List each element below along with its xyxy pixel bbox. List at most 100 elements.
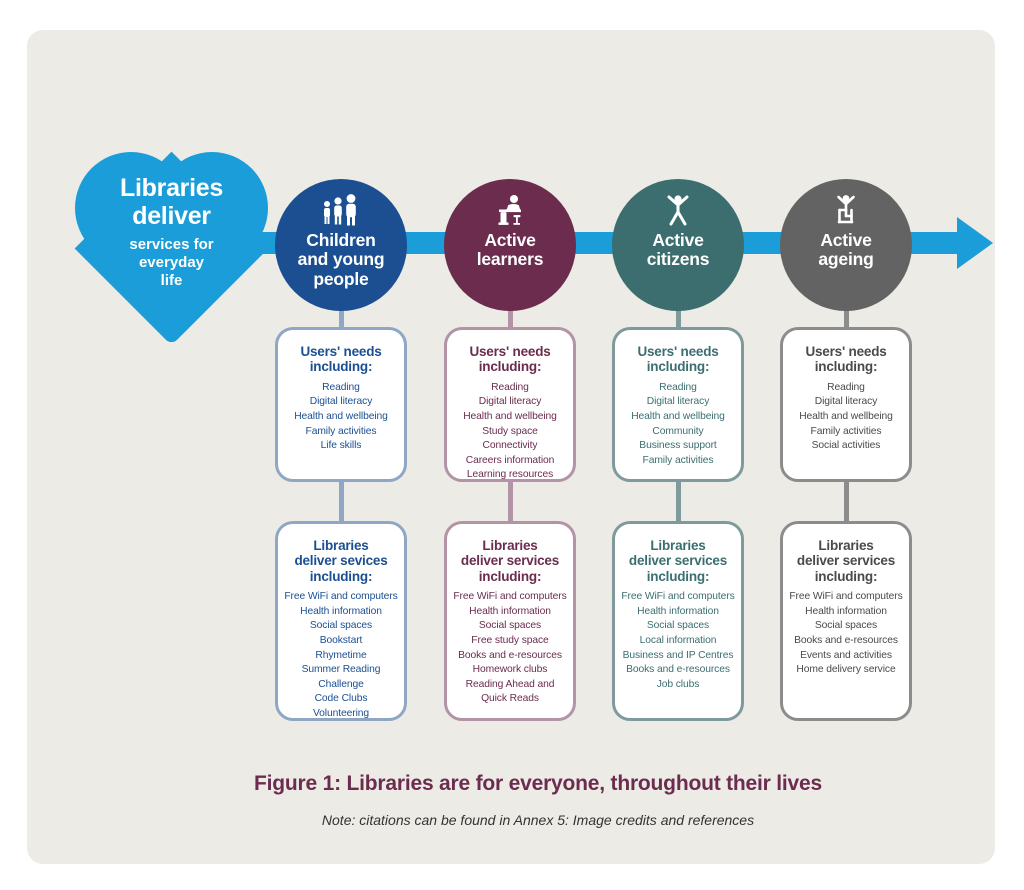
panel-heading: Libraries deliver services including: (789, 538, 903, 584)
connector-needs-to-services (676, 482, 681, 524)
circle-title-line2: ageing (818, 249, 874, 270)
connector-needs-to-services (508, 482, 513, 524)
panel-heading: Users' needs including: (284, 344, 398, 375)
list-item: Free WiFi and computers (453, 591, 567, 603)
services-list: Free WiFi and computers Health informati… (453, 590, 567, 707)
list-item: Learning resources (466, 469, 554, 481)
panel-heading-line1: Users' needs (637, 344, 719, 359)
list-item: Social spaces (814, 620, 878, 632)
list-item: Reading (322, 381, 360, 393)
circle-title-line1: Active (652, 230, 704, 250)
panel-libraries-deliver-services: Libraries deliver services including: Fr… (612, 521, 744, 721)
circle-title-line1: Active (820, 230, 872, 250)
services-list: Free WiFi and computers Health informati… (789, 590, 903, 678)
panel-heading: Users' needs including: (453, 344, 567, 375)
panel-libraries-deliver-services: Libraries deliver services including: Fr… (780, 521, 912, 721)
list-item: Careers information (465, 454, 555, 466)
circle-active-learners[interactable]: Active learners (444, 179, 576, 311)
circle-title: Active citizens (643, 230, 714, 270)
circle-active-ageing[interactable]: Active ageing (780, 179, 912, 311)
list-item: Free WiFi and computers (789, 591, 903, 603)
heart-text-block: Libraries deliver services for everyday … (75, 174, 268, 290)
panel-heading-line3: including: (309, 568, 373, 584)
panel-libraries-deliver-services: Libraries deliver sevices including: Fre… (275, 521, 407, 721)
panel-heading: Libraries deliver services including: (453, 538, 567, 584)
list-item: Business and IP Centres (622, 649, 734, 661)
needs-list: Reading Digital literacy Health and well… (789, 381, 903, 454)
circle-title-line1: Children (306, 230, 376, 250)
list-item: Health and wellbeing (799, 410, 893, 422)
panel-users-needs: Users' needs including: Reading Digital … (612, 327, 744, 482)
circle-active-citizens[interactable]: Active citizens (612, 179, 744, 311)
panel-users-needs: Users' needs including: Reading Digital … (780, 327, 912, 482)
list-item: Family activities (305, 425, 377, 437)
circle-title: Active learners (473, 230, 548, 270)
list-item: Code Clubs (314, 693, 368, 705)
list-item: Reading (491, 381, 529, 393)
list-item: Digital literacy (309, 396, 373, 408)
list-item: Homework clubs (472, 664, 548, 676)
panel-heading-line3: including: (646, 568, 710, 584)
panel-heading-line2: including: (646, 359, 710, 375)
connector-circle-to-needs (339, 304, 344, 330)
person-arms-raised-icon (661, 190, 695, 226)
panel-heading: Libraries deliver services including: (621, 538, 735, 584)
connector-circle-to-needs (508, 304, 513, 330)
list-item: Digital literacy (478, 396, 542, 408)
list-item: Health and wellbeing (463, 410, 557, 422)
list-item: Business support (639, 440, 717, 452)
needs-list: Reading Digital literacy Health and well… (284, 381, 398, 454)
connector-needs-to-services (844, 482, 849, 524)
list-item: Volunteering (312, 708, 370, 719)
panel-heading-line1: Users' needs (805, 344, 887, 359)
list-item: Free study space (471, 634, 549, 646)
circle-title: Active ageing (814, 230, 877, 270)
list-item: Summer Reading Challenge (301, 664, 381, 690)
list-item: Reading (827, 381, 865, 393)
panel-heading-line2: deliver services (796, 553, 896, 569)
heart-sub-line3: life (160, 272, 183, 289)
list-item: Health information (469, 605, 551, 617)
list-item: Job clubs (656, 678, 700, 690)
list-item: Reading (659, 381, 697, 393)
figure-caption: Figure 1: Libraries are for everyone, th… (54, 772, 1022, 828)
heart-sub-line2: everyday (138, 254, 205, 271)
list-item: Social activities (811, 440, 881, 452)
list-item: Family activities (642, 454, 714, 466)
list-item: Health and wellbeing (294, 410, 388, 422)
heart-sub-line1: services for (129, 236, 214, 253)
list-item: Life skills (320, 440, 362, 452)
list-item: Books and e-resources (794, 634, 898, 646)
list-item: Bookstart (319, 634, 363, 646)
list-item: Social spaces (309, 620, 373, 632)
panel-heading-line2: deliver sevices (294, 553, 388, 569)
circle-children-and-young-people[interactable]: Children and young people (275, 179, 407, 311)
heart-title-line2: deliver (132, 202, 211, 230)
panel-heading-line1: Libraries (818, 538, 874, 553)
list-item: Health and wellbeing (631, 410, 725, 422)
list-item: Study space (482, 425, 538, 437)
needs-list: Reading Digital literacy Health and well… (621, 381, 735, 469)
connector-circle-to-needs (844, 304, 849, 330)
list-item: Health information (637, 605, 719, 617)
list-item: Social spaces (646, 620, 710, 632)
person-seated-arms-raised-icon (829, 190, 863, 226)
circle-title-line2: learners (476, 249, 544, 270)
circle-title: Children and young people (294, 230, 389, 289)
panel-heading: Users' needs including: (621, 344, 735, 375)
panel-heading-line2: including: (478, 359, 542, 375)
person-at-desk-icon (491, 190, 529, 226)
infographic-card: Libraries deliver services for everyday … (27, 30, 995, 864)
list-item: Digital literacy (646, 396, 710, 408)
list-item: Health information (805, 605, 887, 617)
circle-title-line2: and young (297, 249, 385, 270)
family-group-icon (319, 190, 363, 226)
services-list: Free WiFi and computers Health informati… (621, 590, 735, 692)
panel-heading: Libraries deliver sevices including: (284, 538, 398, 584)
list-item: Digital literacy (814, 396, 878, 408)
list-item: Family activities (810, 425, 882, 437)
connector-circle-to-needs (676, 304, 681, 330)
panel-users-needs: Users' needs including: Reading Digital … (444, 327, 576, 482)
list-item: Local information (639, 634, 717, 646)
